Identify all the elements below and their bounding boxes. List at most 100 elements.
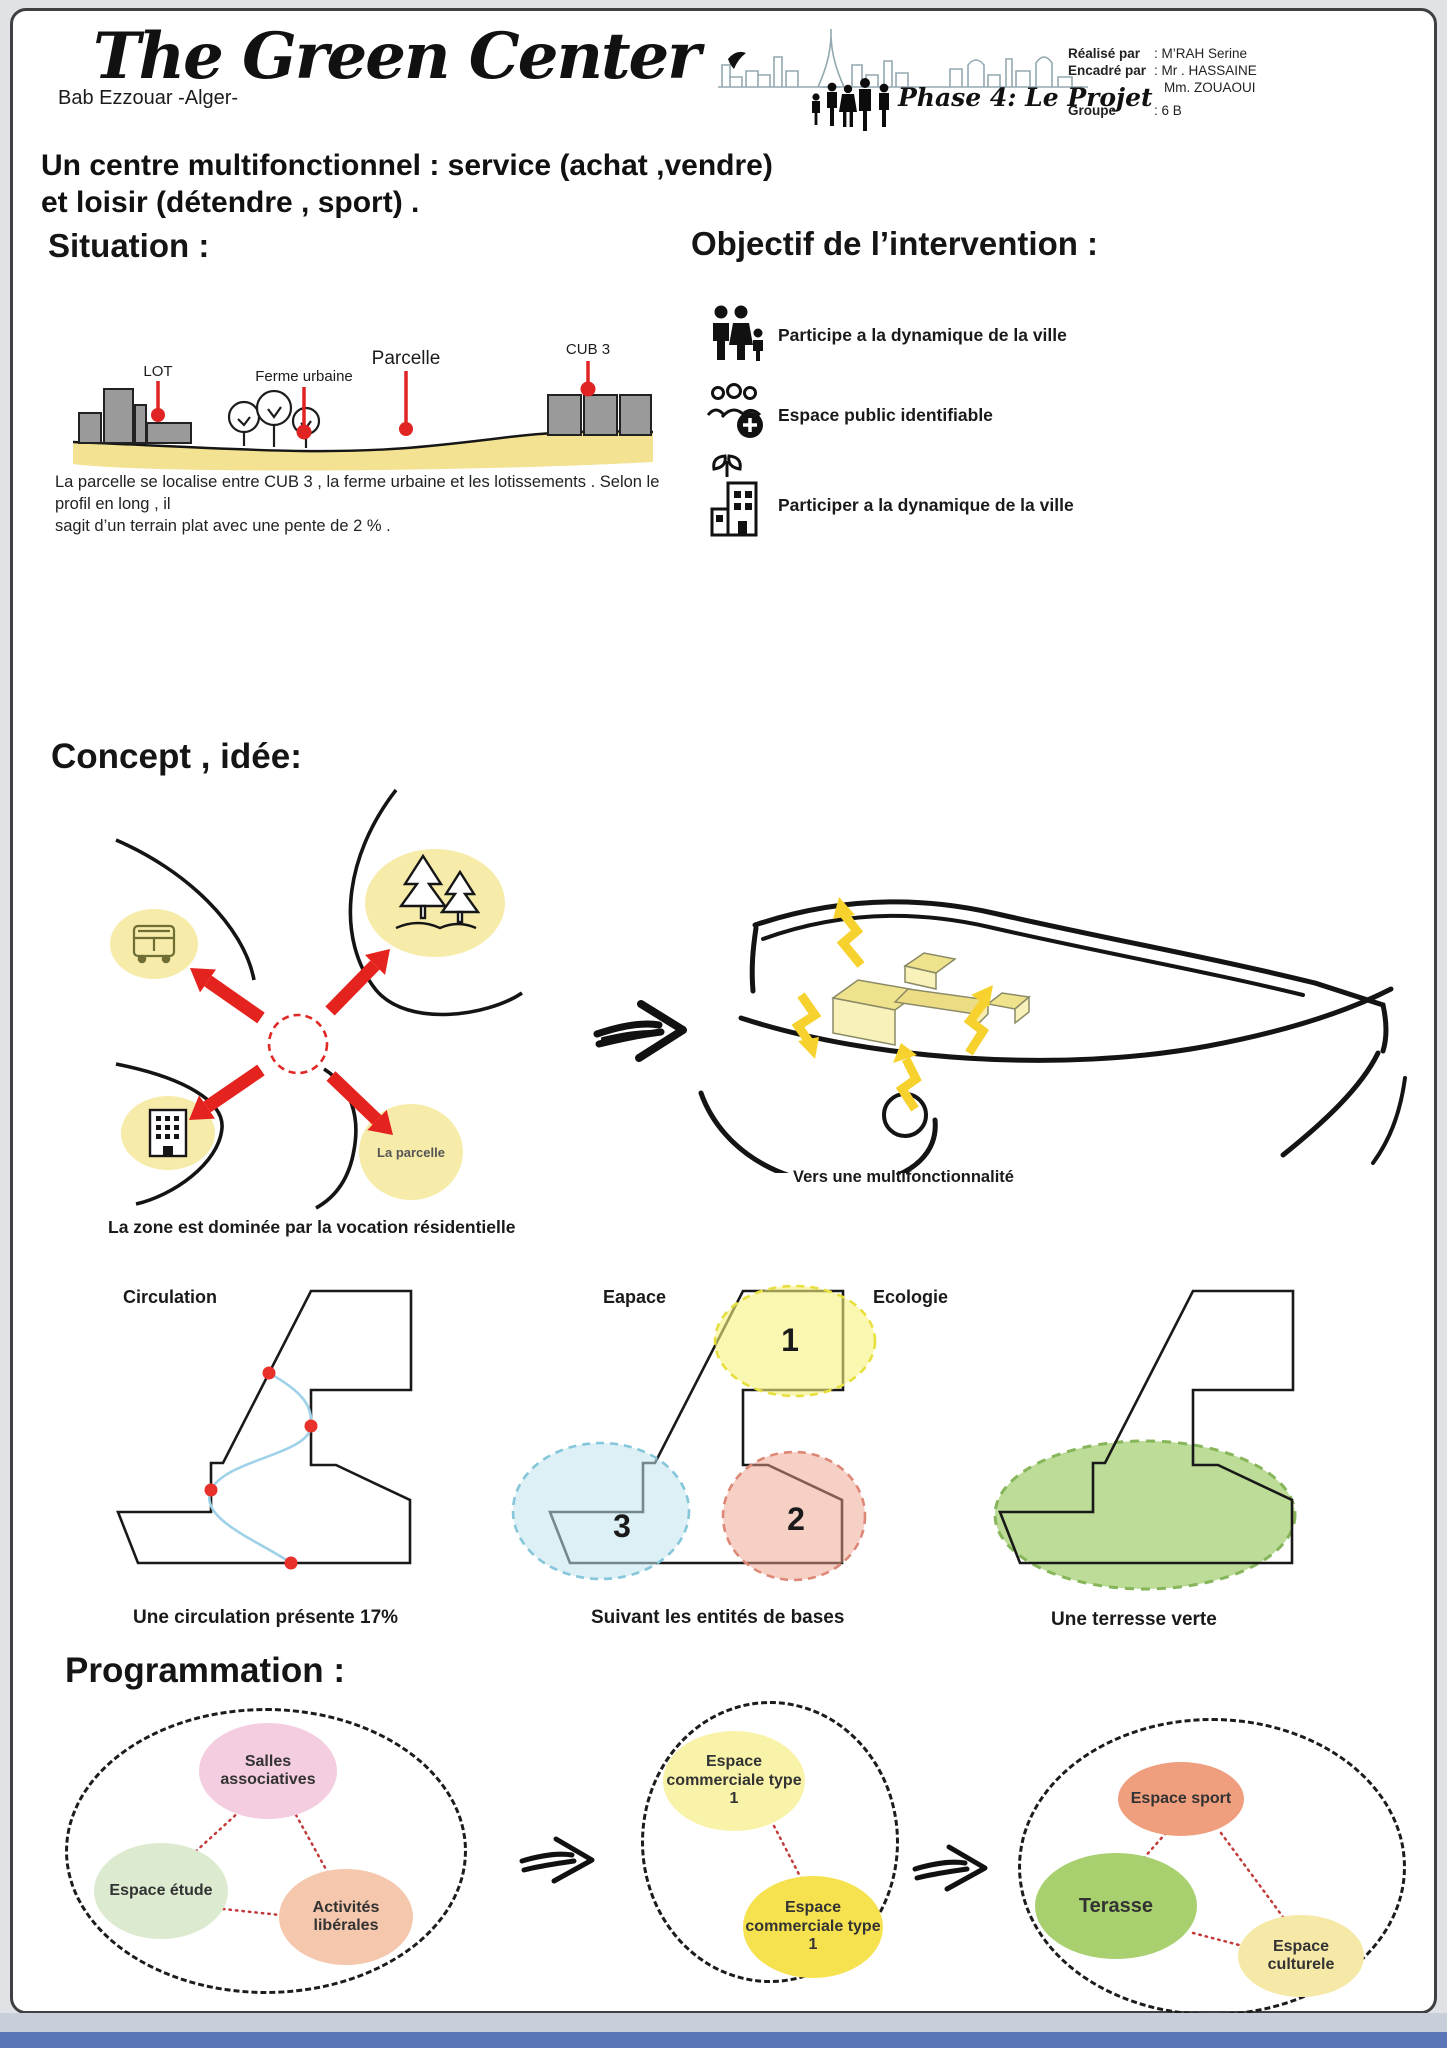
program-bubble: Activités libérales [279, 1869, 413, 1965]
concept-right-caption: Vers une multifonctionnalité [793, 1168, 1014, 1186]
building-mass [831, 952, 1031, 1046]
situation-caption-line1: La parcelle se localise entre CUB 3 , la… [55, 473, 660, 513]
site-profile-diagram: LOT Ferme urbaine Parcelle CUB 3 [72, 341, 654, 471]
arrow-1-icon [519, 1836, 595, 1884]
program-bubble-label: Espace culturele [1267, 1937, 1335, 1973]
credit-label [1068, 79, 1154, 96]
program-cluster-3: Espace sport Terasse Espace culturele [1018, 1718, 1406, 2016]
parcel-label: La parcelle [377, 1145, 445, 1160]
red-pins [156, 361, 590, 426]
circulation-path [207, 1371, 313, 1565]
poster: The Green Center Bab Ezzouar -Alger- Pha… [10, 8, 1437, 2016]
ecologie-caption: Une terresse verte [1051, 1609, 1217, 1630]
label-ferme-urbaine: Ferme urbaine [255, 368, 353, 385]
building-icon [148, 1108, 188, 1158]
yellow-flow-arrows [791, 910, 990, 1112]
zone-2-number: 2 [787, 1501, 805, 1537]
concept-left-caption: La zone est dominée par la vocation rési… [108, 1217, 516, 1237]
credit-value: : M’RAH Serine [1154, 46, 1248, 61]
site-sketch-lines [698, 899, 1407, 1173]
people-plus-icon [706, 383, 763, 438]
objectif-item-label: Participe a la dynamique de la ville [778, 325, 1067, 345]
program-bubble: Espace culturele [1238, 1915, 1364, 1997]
program-bubble-label: Activités libérales [312, 1898, 380, 1934]
city-skyline-icon [718, 29, 1088, 88]
concept-left-diagram: La parcelle [110, 788, 524, 1210]
red-arrows [203, 960, 382, 1125]
zone-1-circle [713, 1284, 877, 1398]
arrow-2-icon [912, 1844, 988, 1892]
zone-2-circle [721, 1450, 867, 1582]
intro-line1: Un centre multifonctionnel : service (ac… [41, 149, 773, 182]
phase-label: Phase 4: Le Projet [898, 83, 1153, 112]
intro-text: Un centre multifonctionnel : service (ac… [41, 147, 773, 221]
eco-building-icon [710, 454, 758, 537]
site-outline [116, 1289, 413, 1565]
program-bubble: Espace commerciale type 1 [663, 1731, 805, 1831]
green-terrace-zone [993, 1439, 1297, 1591]
trees-icon [395, 853, 481, 930]
program-bubble: Espace commerciale type 1 [743, 1876, 883, 1978]
page-title: The Green Center [93, 19, 701, 94]
credit-value: : 6 B [1154, 103, 1182, 118]
concept-right-diagram [698, 897, 1407, 1173]
program-bubble: Espace étude [94, 1843, 228, 1939]
eapace-diagram: 1 2 3 [511, 1284, 877, 1582]
cluster-2-links [772, 1824, 806, 1886]
concept-heading: Concept , idée: [51, 737, 302, 776]
program-cluster-1: Salles associatives Espace étude Activit… [65, 1708, 467, 1994]
programmation-heading: Programmation : [65, 1651, 346, 1690]
credit-label: Groupe [1068, 103, 1117, 118]
program-bubble-label: Terasse [1078, 1894, 1154, 1917]
label-parcelle: Parcelle [372, 348, 441, 369]
circulation-caption: Une circulation présente 17% [133, 1607, 399, 1628]
center-dashed-circle [267, 1013, 329, 1075]
zone-3-circle [511, 1441, 691, 1581]
label-cub3: CUB 3 [566, 341, 610, 358]
credits-block: Réalisé par : M’RAH Serine Encadré par : M… [1068, 45, 1408, 119]
location-subtitle: Bab Ezzouar -Alger- [58, 87, 239, 109]
circulation-diagram [116, 1289, 413, 1570]
site-outline [998, 1289, 1295, 1565]
situation-caption-line2: sagit d’un terrain plat avec une pente d… [55, 517, 391, 535]
program-bubble-label: Espace commerciale type 1 [745, 1899, 881, 1954]
zone-1-number: 1 [781, 1322, 799, 1358]
program-bubble-label: Salles associatives [220, 1752, 316, 1788]
intro-line2: et loisir (détendre , sport) . [41, 186, 420, 219]
eapace-caption: Suivant les entités de bases [591, 1607, 845, 1628]
program-bubble: Espace sport [1118, 1762, 1244, 1836]
zone-3-number: 3 [613, 1508, 631, 1544]
panel-title-circulation: Circulation [123, 1287, 218, 1307]
panel-title-ecologie: Ecologie [873, 1287, 949, 1307]
credit-value: : Mr . HASSAINE [1154, 63, 1257, 78]
program-bubble-label: Espace sport [1130, 1789, 1232, 1807]
cub3-buildings [547, 394, 652, 436]
objectif-item-label: Espace public identifiable [778, 405, 993, 425]
program-bubble-label: Espace commerciale type 1 [666, 1753, 802, 1808]
program-cluster-2: Espace commerciale type 1 Espace commerc… [641, 1701, 899, 1983]
panel-title-eapace: Eapace [603, 1287, 667, 1307]
big-arrow-icon [593, 1000, 687, 1062]
situation-heading: Situation : [48, 227, 210, 264]
objectif-heading: Objectif de l’intervention : [691, 225, 1099, 262]
family-icon [713, 305, 763, 361]
ecologie-diagram [993, 1289, 1297, 1591]
viewer-gray-band [0, 2013, 1447, 2032]
viewer-blue-band [0, 2032, 1447, 2048]
lot-buildings [78, 388, 192, 444]
credit-value: Mm. ZOUAOUI [1164, 80, 1256, 95]
cluster-1-links [192, 1809, 330, 1917]
credit-label: Réalisé par [1068, 46, 1141, 61]
situation-caption: La parcelle se localise entre CUB 3 , la… [55, 471, 675, 537]
program-bubble: Salles associatives [199, 1723, 337, 1819]
people-silhouettes-icon [812, 78, 889, 131]
access-points [204, 1366, 318, 1570]
bus-icon [132, 924, 176, 964]
brush-mark-icon [728, 51, 746, 69]
program-bubble: Terasse [1035, 1853, 1197, 1959]
cluster-3-links [1141, 1831, 1285, 1947]
program-bubble-label: Espace étude [109, 1881, 213, 1899]
credit-label: Encadré par [1068, 63, 1147, 78]
label-lot: LOT [143, 363, 172, 380]
